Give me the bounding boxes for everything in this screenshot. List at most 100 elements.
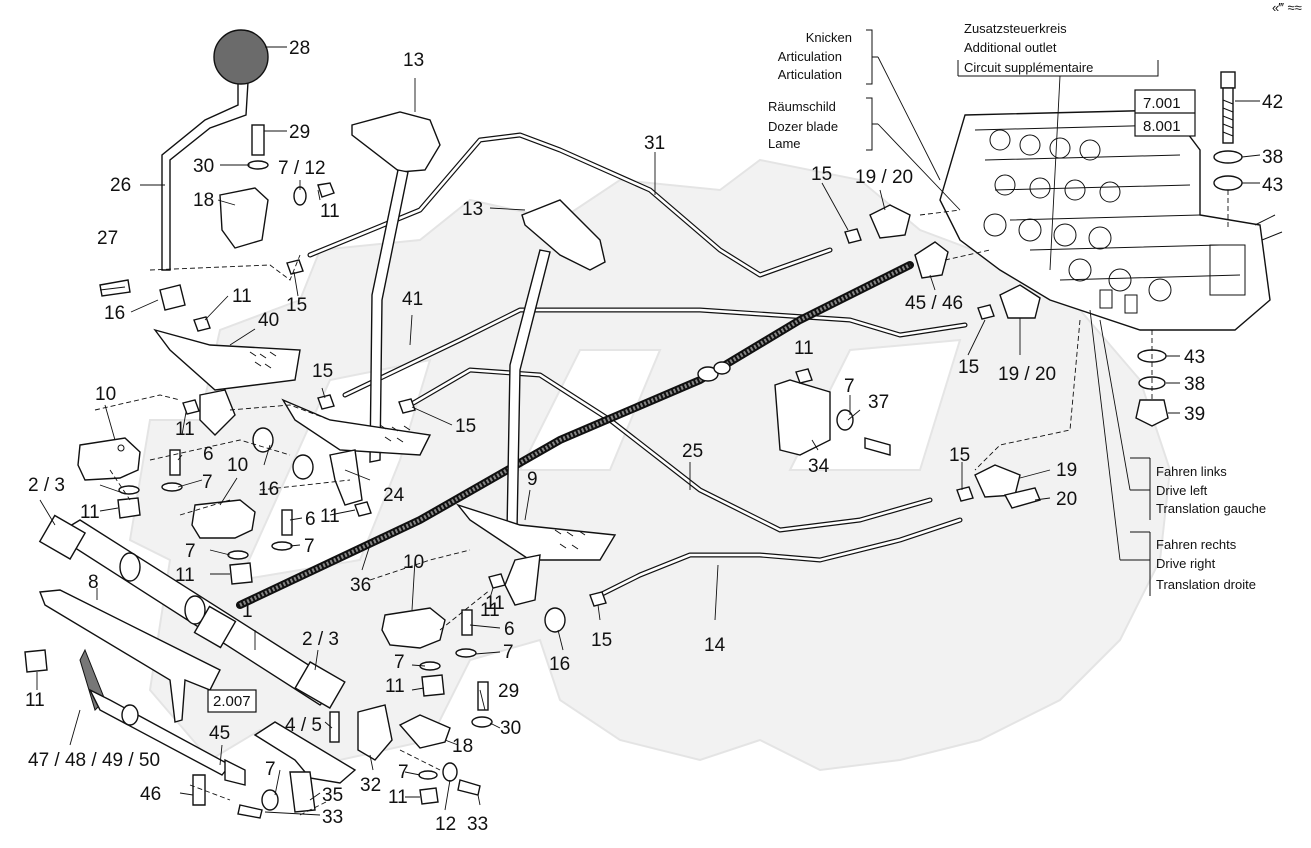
callout-15-top: 15 bbox=[811, 164, 832, 185]
callout-30-bottom: 30 bbox=[500, 718, 521, 739]
legend-dozer-en: Dozer blade bbox=[768, 119, 838, 134]
callout-2-3-right: 2 / 3 bbox=[302, 629, 339, 650]
callout-19-20-right: 19 / 20 bbox=[998, 364, 1056, 385]
callout-35: 35 bbox=[322, 785, 343, 806]
callout-7-mid-right: 7 bbox=[304, 536, 315, 557]
callout-34: 34 bbox=[808, 456, 830, 477]
callout-39: 39 bbox=[1184, 404, 1205, 425]
callout-8: 8 bbox=[88, 572, 99, 593]
callouts: 28 13 13 29 30 7 / 12 26 18 11 27 16 11 … bbox=[25, 38, 1283, 835]
hydraulic-tubes bbox=[307, 132, 968, 598]
callout-10-mid: 10 bbox=[227, 455, 248, 476]
callout-20: 20 bbox=[1056, 489, 1077, 510]
callout-46: 46 bbox=[140, 784, 161, 805]
shaft-1 bbox=[38, 514, 346, 709]
control-valve-block bbox=[939, 109, 1283, 331]
callout-7-bracket: 7 bbox=[844, 376, 855, 397]
callout-15-low: 15 bbox=[949, 445, 970, 466]
callout-13-mid: 13 bbox=[462, 199, 483, 220]
callout-11-top: 11 bbox=[320, 201, 340, 222]
callout-31: 31 bbox=[644, 133, 665, 154]
fitting-45-46 bbox=[914, 241, 949, 279]
callout-11-left: 11 bbox=[232, 286, 252, 307]
callout-11-bottom: 11 bbox=[388, 787, 408, 808]
callout-7-left: 7 bbox=[202, 472, 213, 493]
legend-drive-right-de: Fahren rechts bbox=[1156, 537, 1237, 552]
callout-11-pedal: 11 bbox=[320, 506, 340, 527]
leader-lines bbox=[36, 46, 1261, 816]
legend-articulation-fr: Articulation bbox=[778, 67, 842, 82]
callout-11-mid-low: 11 bbox=[175, 565, 195, 586]
callout-11-low: 11 bbox=[385, 676, 405, 697]
callout-6-low: 6 bbox=[504, 619, 515, 640]
callout-33-right: 33 bbox=[467, 814, 488, 835]
callout-7-pedal: 7 bbox=[265, 759, 276, 780]
callout-38-bottom: 38 bbox=[1184, 374, 1205, 395]
callout-6-left: 6 bbox=[203, 444, 214, 465]
ref-8001: 8.001 bbox=[1143, 118, 1181, 135]
callout-15-right: 15 bbox=[958, 357, 979, 378]
callout-19-20-top: 19 / 20 bbox=[855, 167, 913, 188]
fitting-19-20-low bbox=[974, 464, 1041, 509]
callout-15-left: 15 bbox=[286, 295, 307, 316]
callout-26: 26 bbox=[110, 175, 131, 196]
bracket-32 bbox=[357, 704, 393, 761]
callout-43-top: 43 bbox=[1262, 175, 1283, 196]
bracket-10-c bbox=[381, 607, 446, 649]
callout-40: 40 bbox=[258, 310, 279, 331]
legend-additional-fr: Circuit supplémentaire bbox=[964, 60, 1093, 75]
callout-7-12: 7 / 12 bbox=[278, 158, 326, 179]
legend-additional-en: Additional outlet bbox=[964, 40, 1057, 55]
callout-6-mid: 6 bbox=[305, 509, 316, 530]
hardware bbox=[24, 124, 995, 819]
callout-25: 25 bbox=[682, 441, 703, 462]
ref-7001: 7.001 bbox=[1143, 95, 1181, 112]
callout-32: 32 bbox=[360, 775, 381, 796]
washer-38-top bbox=[1213, 150, 1243, 164]
callout-19: 19 bbox=[1056, 460, 1077, 481]
callout-29-bottom: 29 bbox=[498, 681, 519, 702]
callout-1: 1 bbox=[242, 601, 253, 622]
callout-4-5: 4 / 5 bbox=[285, 715, 322, 736]
pedal-9 bbox=[455, 503, 617, 606]
knob-28 bbox=[213, 29, 269, 85]
legend-drive-right-en: Drive right bbox=[1156, 556, 1216, 571]
callout-11-left-low: 11 bbox=[80, 502, 100, 523]
callout-13-top: 13 bbox=[403, 50, 424, 71]
rod-45 bbox=[88, 688, 246, 786]
legend-drive-left-en: Drive left bbox=[1156, 483, 1208, 498]
legend-articulation-en: Articulation bbox=[778, 49, 842, 64]
callout-33-left: 33 bbox=[322, 807, 343, 828]
assembly-lines bbox=[94, 209, 1081, 816]
washer-43-top bbox=[1213, 175, 1243, 191]
nut-39 bbox=[1135, 399, 1169, 427]
callout-24: 24 bbox=[383, 485, 405, 506]
callout-45: 45 bbox=[209, 723, 230, 744]
callout-47-48-49-50: 47 / 48 / 49 / 50 bbox=[28, 750, 160, 771]
corner-mark: «‴ ≈≈ bbox=[1272, 0, 1302, 15]
bracket-18-bottom bbox=[398, 714, 451, 749]
callout-45-46: 45 / 46 bbox=[905, 293, 963, 314]
callout-11-bracket: 11 bbox=[794, 338, 814, 359]
callout-18-bottom: 18 bbox=[452, 736, 473, 757]
legend-braces bbox=[866, 29, 1159, 596]
callout-16-top: 16 bbox=[104, 303, 125, 324]
callout-29-top: 29 bbox=[289, 122, 310, 143]
callout-43-bottom: 43 bbox=[1184, 347, 1205, 368]
callout-14: 14 bbox=[704, 635, 726, 656]
pedal-24 bbox=[281, 398, 432, 506]
callout-10-low: 10 bbox=[403, 552, 424, 573]
callout-18-top: 18 bbox=[193, 190, 214, 211]
braided-hose-36 bbox=[236, 261, 914, 609]
bracket-34 bbox=[774, 379, 831, 456]
callout-9: 9 bbox=[527, 469, 538, 490]
legend-dozer-fr: Lame bbox=[768, 136, 801, 151]
pedal-35 bbox=[253, 721, 357, 813]
legend-dozer-de: Räumschild bbox=[768, 99, 836, 114]
callout-7-low-left: 7 bbox=[394, 652, 405, 673]
callout-28: 28 bbox=[289, 38, 310, 59]
callout-30-top: 30 bbox=[193, 156, 214, 177]
callout-7-bottom: 7 bbox=[398, 762, 409, 783]
lever-26 bbox=[161, 29, 269, 271]
